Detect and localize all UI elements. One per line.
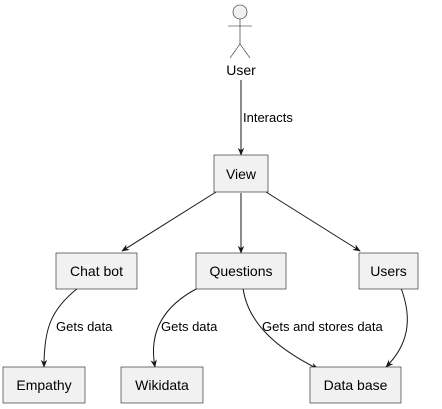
- node-users[interactable]: Users: [358, 252, 419, 290]
- edge-questions-wikidata: [150, 287, 199, 368]
- stick-figure-icon: [228, 4, 252, 59]
- node-users-label: Users: [370, 263, 407, 279]
- node-empathy-label: Empathy: [16, 377, 71, 393]
- node-wikidata-label: Wikidata: [135, 377, 189, 393]
- node-view[interactable]: View: [213, 154, 269, 193]
- node-chatbot[interactable]: Chat bot: [55, 252, 138, 290]
- edge-view-chatbot: [121, 191, 217, 252]
- node-database-label: Data base: [324, 377, 388, 393]
- node-questions-label: Questions: [209, 263, 272, 279]
- edge-label-gets-data-2: Gets data: [161, 319, 218, 334]
- node-database[interactable]: Data base: [309, 366, 402, 404]
- edge-chatbot-empathy: [40, 287, 79, 368]
- edge-view-users: [265, 191, 361, 252]
- user-actor: User: [226, 4, 256, 78]
- node-chatbot-label: Chat bot: [70, 263, 123, 279]
- edge-users-database: [385, 287, 408, 368]
- edge-label-interacts: Interacts: [243, 110, 293, 125]
- node-questions[interactable]: Questions: [195, 252, 287, 290]
- edge-label-gets-data-1: Gets data: [56, 319, 113, 334]
- edges: Interacts Gets data Gets data Gets and s…: [40, 80, 408, 370]
- edge-label-gets-and-stores: Gets and stores data: [262, 319, 383, 334]
- node-view-label: View: [226, 166, 257, 182]
- edge-questions-database: [242, 287, 319, 370]
- node-empathy[interactable]: Empathy: [2, 366, 86, 404]
- actor-label: User: [226, 62, 256, 78]
- node-wikidata[interactable]: Wikidata: [120, 366, 204, 404]
